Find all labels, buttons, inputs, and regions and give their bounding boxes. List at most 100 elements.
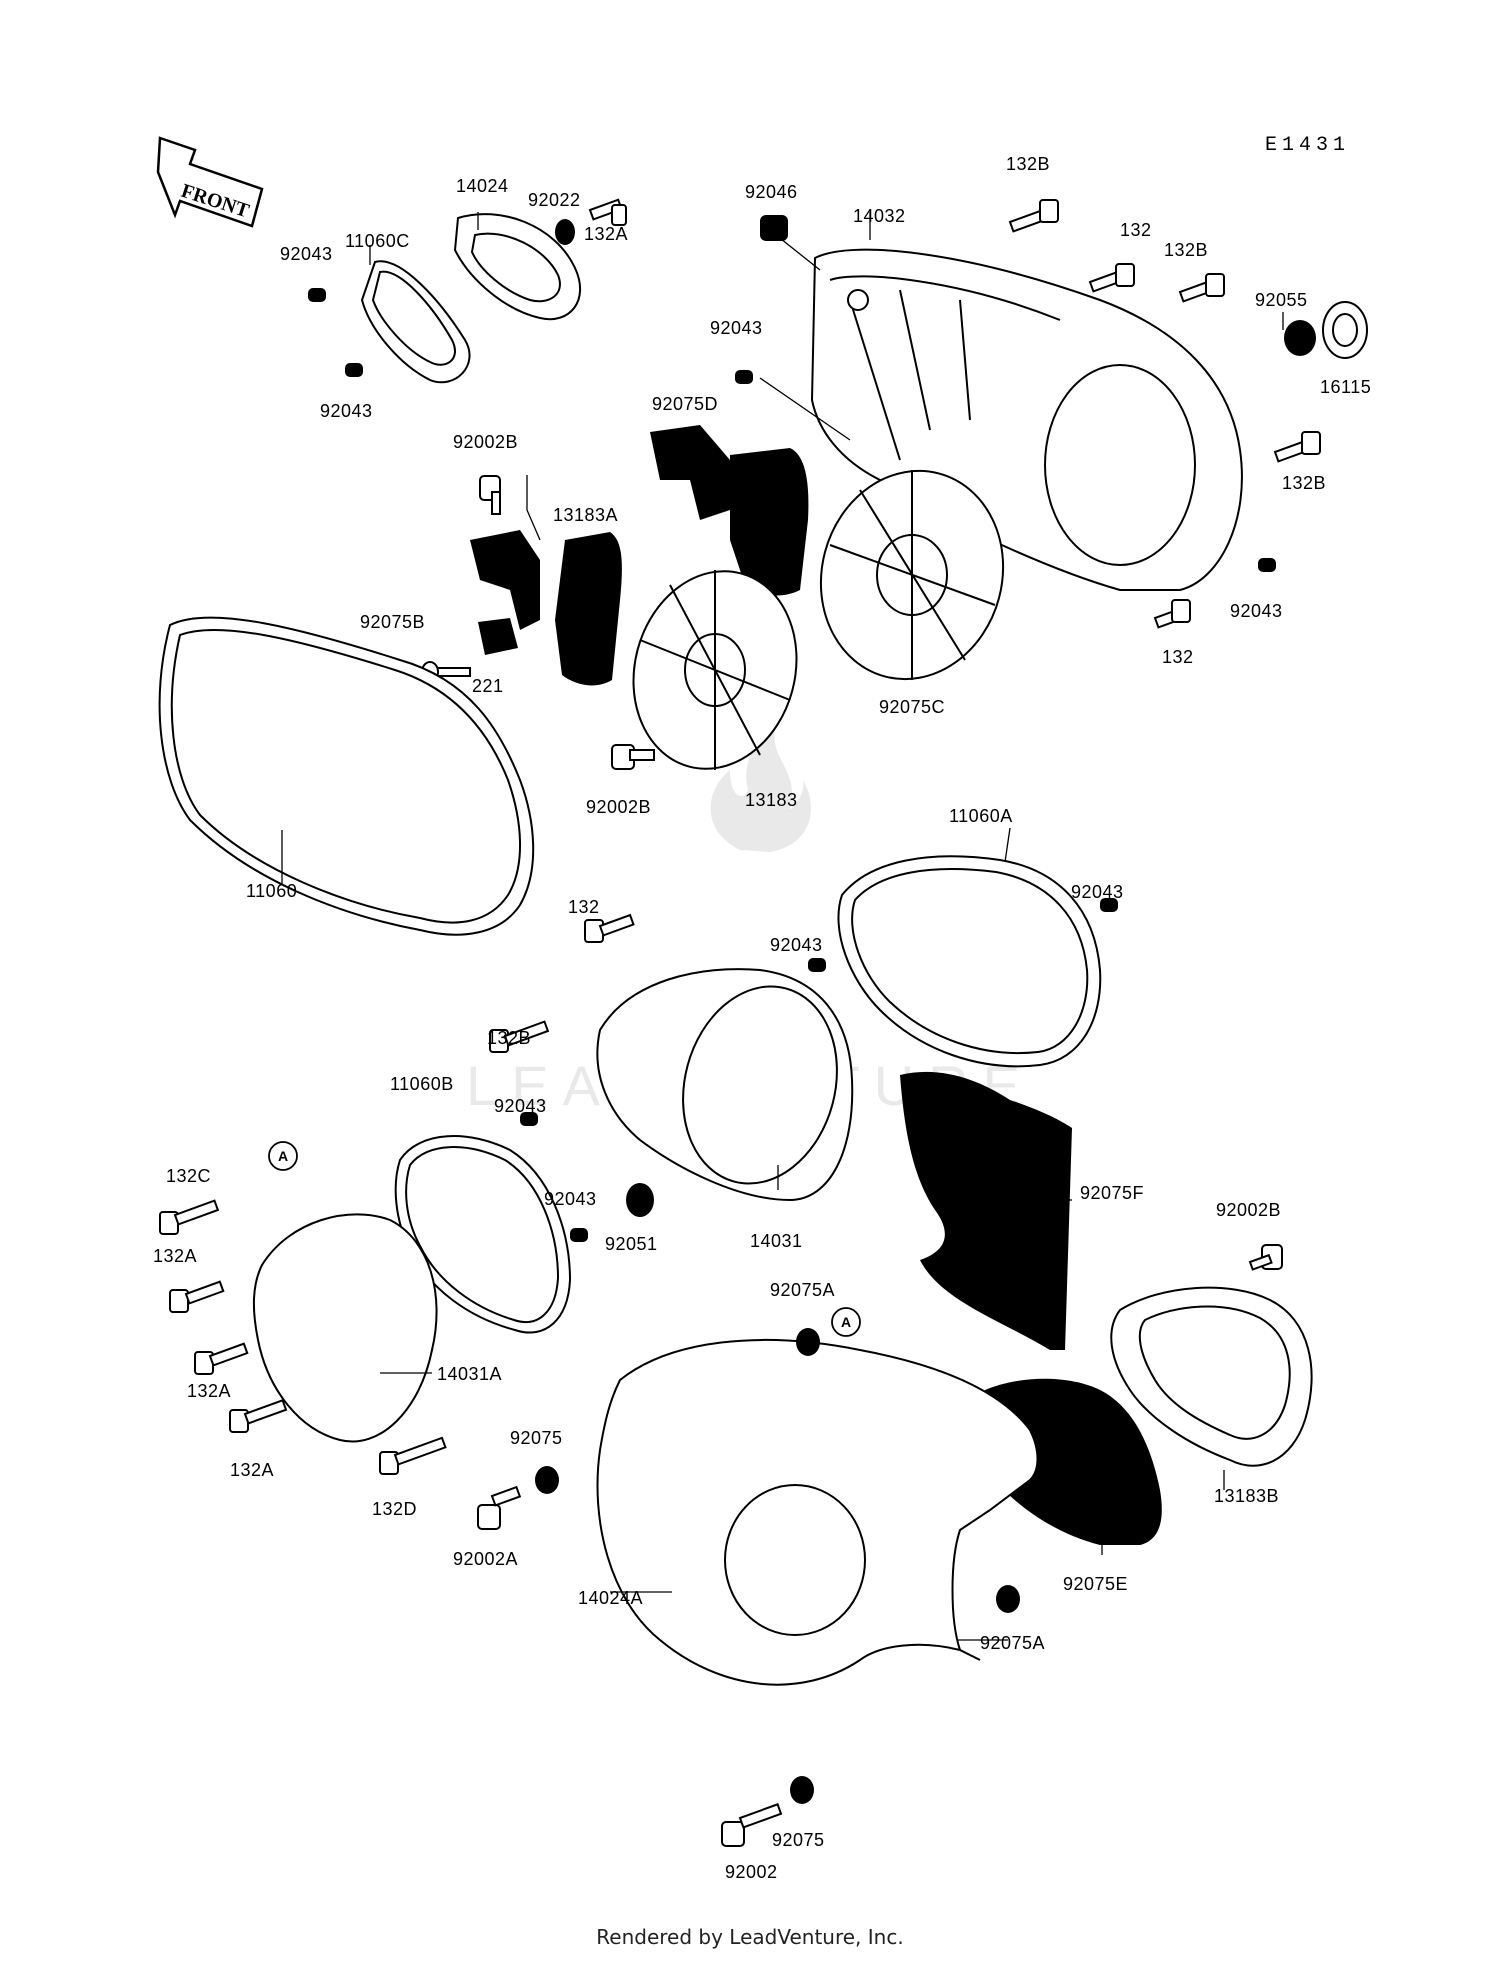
callout-13183a[interactable]: 13183A	[553, 505, 618, 525]
callout-14031[interactable]: 14031	[750, 1231, 803, 1251]
callout-14032[interactable]: 14032	[853, 206, 906, 226]
dowel-92043-d[interactable]	[1258, 558, 1276, 572]
callout-132a-top[interactable]: 132A	[584, 224, 628, 244]
callout-92075c[interactable]: 92075C	[879, 697, 945, 717]
gasket-11060b[interactable]	[394, 1135, 572, 1334]
dowel-92043-h[interactable]	[570, 1228, 588, 1242]
callout-92002b-right[interactable]: 92002B	[1216, 1200, 1281, 1220]
callout-92055[interactable]: 92055	[1255, 290, 1308, 310]
callout-14031a[interactable]: 14031A	[437, 1364, 502, 1384]
callout-92046[interactable]: 92046	[745, 182, 798, 202]
callout-92002b-upper[interactable]: 92002B	[453, 432, 518, 452]
bolt-132a-left-1[interactable]	[169, 1280, 225, 1313]
insulator-92075f[interactable]	[900, 1071, 1072, 1350]
callout-14024[interactable]: 14024	[456, 176, 509, 196]
grille-13183[interactable]	[612, 553, 818, 788]
cover-14024[interactable]	[453, 213, 581, 321]
callout-132b-upper[interactable]: 132B	[1164, 240, 1208, 260]
callout-221[interactable]: 221	[472, 676, 504, 696]
bolt-132b-right[interactable]	[1273, 431, 1321, 463]
callout-132-lower[interactable]: 132	[1162, 647, 1194, 667]
callout-132b-middle[interactable]: 132B	[487, 1028, 531, 1048]
callout-92075a-lower[interactable]: 92075A	[980, 1633, 1045, 1653]
grommet-92075a-upper[interactable]	[796, 1328, 820, 1356]
callout-132b-right[interactable]: 132B	[1282, 473, 1326, 493]
callout-13183b[interactable]: 13183B	[1214, 1486, 1279, 1506]
bolt-92002b-middle[interactable]	[611, 744, 655, 770]
callout-92075b[interactable]: 92075B	[360, 612, 425, 632]
callout-92051[interactable]: 92051	[605, 1234, 658, 1254]
bolt-132b-top[interactable]	[1008, 199, 1059, 233]
nut-92046[interactable]	[760, 215, 788, 241]
callout-132-upper[interactable]: 132	[1120, 220, 1152, 240]
callout-92043-left-a[interactable]: 92043	[280, 244, 333, 264]
washer-92022[interactable]	[555, 219, 575, 245]
callout-92075e[interactable]: 92075E	[1063, 1574, 1128, 1594]
cover-14031[interactable]	[596, 968, 858, 1202]
callout-92075a-upper[interactable]: 92075A	[770, 1280, 835, 1300]
bolt-92002[interactable]	[721, 1803, 783, 1847]
callout-16115[interactable]: 16115	[1320, 377, 1371, 397]
bolt-132-middle[interactable]	[584, 913, 635, 943]
callout-132c[interactable]: 132C	[166, 1166, 211, 1186]
callout-132-middle[interactable]: 132	[568, 897, 600, 917]
cover-14031a[interactable]	[252, 1213, 438, 1443]
dowel-92043-f[interactable]	[808, 958, 826, 972]
grommet-92075-left[interactable]	[535, 1466, 559, 1494]
bolt-132c[interactable]	[159, 1199, 220, 1235]
callout-132a-left-2[interactable]: 132A	[187, 1381, 231, 1401]
callout-92075d[interactable]: 92075D	[652, 394, 718, 414]
bolt-132b-middle[interactable]	[489, 1020, 550, 1053]
bolt-132b-upper[interactable]	[1178, 273, 1225, 303]
bolt-92002b-right[interactable]	[1248, 1244, 1283, 1271]
gasket-11060c[interactable]	[360, 260, 471, 384]
callout-92043-mid[interactable]: 92043	[770, 935, 823, 955]
callout-92002b-middle[interactable]: 92002B	[586, 797, 651, 817]
pad-92075d[interactable]	[730, 448, 809, 596]
bracket-13183a[interactable]	[470, 530, 540, 630]
callout-92002-bottom[interactable]: 92002	[725, 1862, 778, 1882]
grommet-92051[interactable]	[626, 1183, 654, 1217]
callout-92043-upper[interactable]: 92043	[710, 318, 763, 338]
callout-92075-left[interactable]: 92075	[510, 1428, 563, 1448]
callout-92043-lower-b[interactable]: 92043	[544, 1189, 597, 1209]
cover-14024a[interactable]	[596, 1339, 1039, 1686]
gasket-11060a[interactable]	[837, 855, 1102, 1068]
callout-92075-bottom[interactable]: 92075	[772, 1830, 825, 1850]
callout-92075f[interactable]: 92075F	[1080, 1183, 1144, 1203]
dowel-92043-c[interactable]	[735, 370, 753, 384]
grille-92075c[interactable]	[798, 450, 1026, 699]
callout-132d[interactable]: 132D	[372, 1499, 417, 1519]
dowel-92043-g[interactable]	[520, 1112, 538, 1126]
callout-11060c[interactable]: 11060C	[345, 231, 410, 251]
bolt-132-lower[interactable]	[1153, 599, 1191, 629]
grille-13183b[interactable]	[1110, 1286, 1313, 1467]
callout-132a-left-1[interactable]: 132A	[153, 1246, 197, 1266]
bracket-92075d[interactable]	[650, 425, 730, 520]
bolt-132a-left-3[interactable]	[229, 1399, 288, 1433]
bolt-132a-left-2[interactable]	[194, 1342, 249, 1375]
oring-92055[interactable]	[1284, 320, 1316, 356]
callout-132a-left-3[interactable]: 132A	[230, 1460, 274, 1480]
callout-14024a[interactable]: 14024A	[578, 1588, 643, 1608]
clip-92075b[interactable]	[478, 618, 518, 655]
dowel-92043-b[interactable]	[345, 363, 363, 377]
cap-16115[interactable]	[1322, 301, 1368, 359]
dowel-92043-e[interactable]	[1100, 898, 1118, 912]
callout-92002a[interactable]: 92002A	[453, 1549, 518, 1569]
bolt-92002b-upper[interactable]	[479, 475, 501, 515]
callout-92043-lower-a[interactable]: 92043	[494, 1096, 547, 1116]
callout-92043-mid-right[interactable]: 92043	[1071, 882, 1124, 902]
bolt-92002a[interactable]	[477, 1485, 522, 1530]
callout-13183[interactable]: 13183	[745, 790, 798, 810]
callout-92022[interactable]: 92022	[528, 190, 581, 210]
callout-11060a[interactable]: 11060A	[949, 806, 1013, 826]
bolt-132a-top[interactable]	[588, 198, 627, 226]
bolt-132-upper[interactable]	[1088, 263, 1135, 293]
cover-14032[interactable]	[810, 248, 1243, 591]
grommet-92075-bottom[interactable]	[790, 1776, 814, 1804]
bolt-132d[interactable]	[379, 1436, 447, 1475]
grommet-92075a-lower[interactable]	[996, 1585, 1020, 1613]
gasket-11060[interactable]	[158, 616, 535, 936]
callout-11060b[interactable]: 11060B	[390, 1074, 454, 1094]
